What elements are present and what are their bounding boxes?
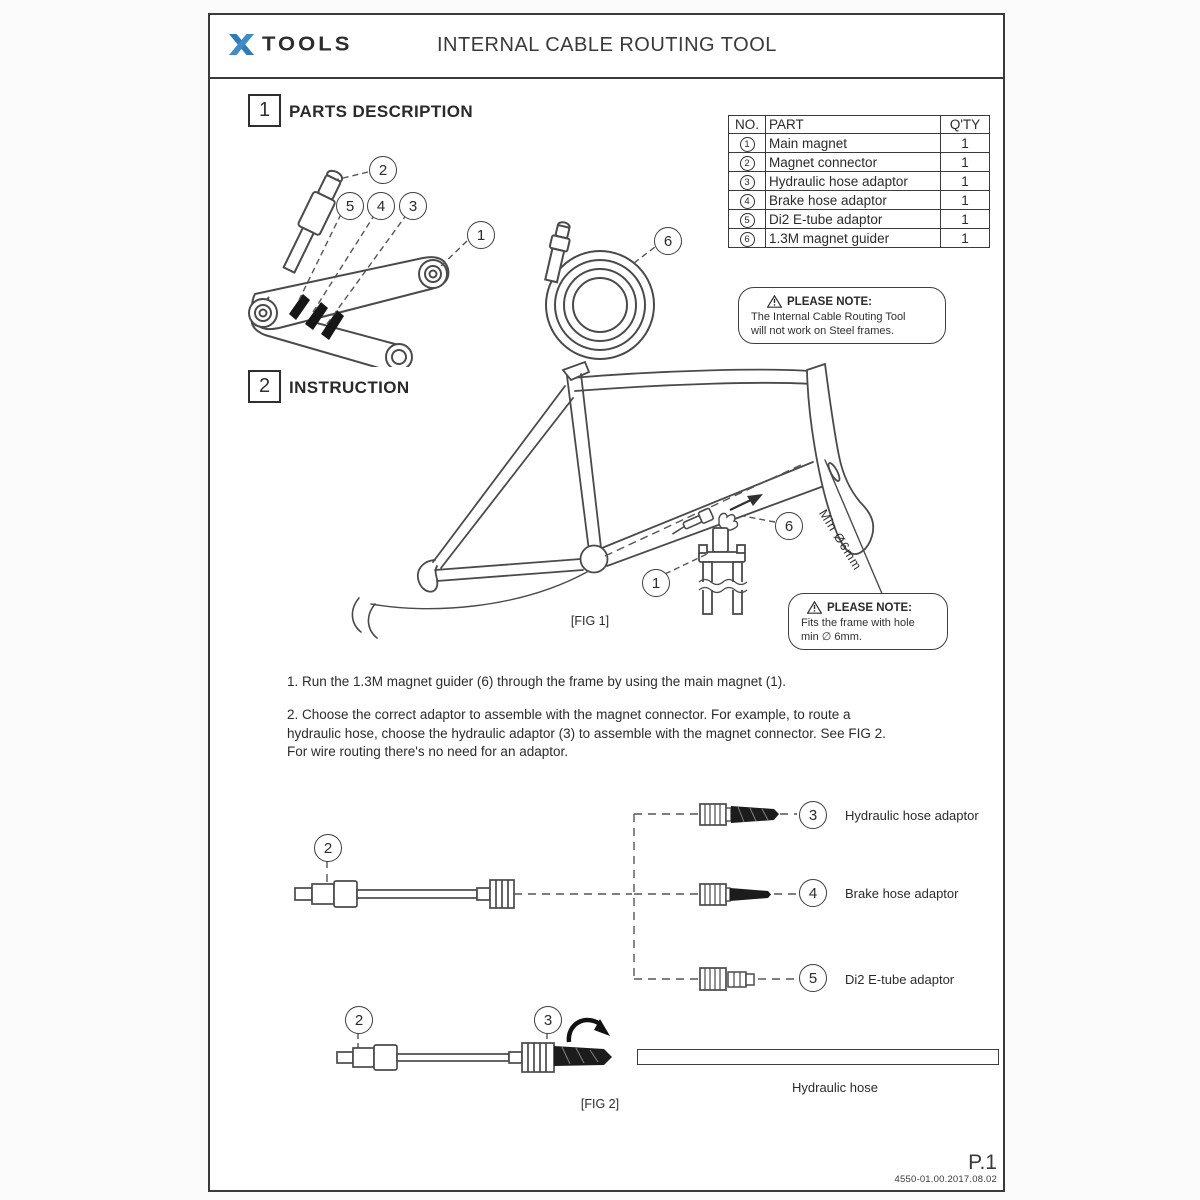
table-row: 2 Magnet connector 1 bbox=[728, 152, 990, 172]
note-line: Fits the frame with hole bbox=[801, 617, 915, 629]
callout-3-fig2: 3 bbox=[534, 1006, 562, 1034]
part-number-badge: 2 bbox=[739, 156, 755, 171]
page-footer: P.1 4550-01.00.2017.08.02 bbox=[894, 1151, 997, 1186]
col-part: PART bbox=[765, 115, 941, 134]
table-row: 3 Hydraulic hose adaptor 1 bbox=[728, 171, 990, 191]
note-hole-size: PLEASE NOTE: Fits the frame with hole mi… bbox=[788, 593, 948, 650]
part-qty: 1 bbox=[940, 133, 990, 153]
part-qty: 1 bbox=[940, 228, 990, 248]
section-2-title: INSTRUCTION bbox=[289, 378, 410, 397]
di2-adaptor-illustration bbox=[699, 967, 755, 991]
callout-4-adaptor: 4 bbox=[799, 879, 827, 907]
callout-4: 4 bbox=[367, 192, 395, 220]
part-qty: 1 bbox=[940, 209, 990, 229]
note-line: The Internal Cable Routing Tool bbox=[751, 311, 906, 323]
warning-icon bbox=[807, 601, 822, 614]
callout-1: 1 bbox=[467, 221, 495, 249]
hydraulic-hose-label: Hydraulic hose bbox=[792, 1080, 878, 1095]
fig1-label: [FIG 1] bbox=[570, 614, 610, 628]
callout-5: 5 bbox=[336, 192, 364, 220]
note-steel-frames: PLEASE NOTE: The Internal Cable Routing … bbox=[738, 287, 946, 344]
table-row: 1 Main magnet 1 bbox=[728, 133, 990, 153]
brand-x-icon bbox=[229, 33, 254, 55]
callout-1-fig1: 1 bbox=[642, 569, 670, 597]
callout-3: 3 bbox=[399, 192, 427, 220]
hydraulic-hose-bar bbox=[637, 1049, 999, 1065]
page-title: INTERNAL CABLE ROUTING TOOL bbox=[437, 34, 777, 56]
col-no: NO. bbox=[728, 115, 766, 134]
adaptor-diagram bbox=[294, 803, 797, 991]
step2-line2: hydraulic hose, choose the hydraulic ada… bbox=[287, 725, 886, 741]
fig2-label: [FIG 2] bbox=[580, 1097, 620, 1111]
part-name: Hydraulic hose adaptor bbox=[765, 171, 941, 191]
page-number: P.1 bbox=[968, 1151, 997, 1174]
table-row: 4 Brake hose adaptor 1 bbox=[728, 190, 990, 210]
step2-line3: For wire routing there's no need for an … bbox=[287, 744, 568, 759]
hydraulic-adaptor-illustration bbox=[699, 803, 779, 826]
part-number-badge: 1 bbox=[739, 137, 755, 152]
callout-2: 2 bbox=[369, 156, 397, 184]
part-name: Magnet connector bbox=[765, 152, 941, 172]
section-1-number: 1 bbox=[248, 94, 281, 127]
instruction-step-1: 1. Run the 1.3M magnet guider (6) throug… bbox=[287, 674, 787, 689]
note-title: PLEASE NOTE: bbox=[787, 295, 872, 308]
callout-6-fig1: 6 bbox=[775, 512, 803, 540]
hydraulic-adaptor-label: Hydraulic hose adaptor bbox=[845, 808, 979, 823]
callout-6: 6 bbox=[654, 227, 682, 255]
note-line: will not work on Steel frames. bbox=[751, 325, 895, 337]
step2-line1: 2. Choose the correct adaptor to assembl… bbox=[287, 707, 851, 722]
col-qty: Q'TY bbox=[940, 115, 990, 134]
section-2-number: 2 bbox=[248, 370, 281, 403]
part-number-badge: 5 bbox=[739, 213, 755, 228]
callout-5-adaptor: 5 bbox=[799, 964, 827, 992]
instruction-step-2: 2. Choose the correct adaptor to assembl… bbox=[287, 706, 967, 762]
part-number-badge: 6 bbox=[739, 232, 755, 247]
brand-logo: TOOLS bbox=[228, 31, 352, 57]
part-qty: 1 bbox=[940, 190, 990, 210]
callout-3-adaptor: 3 bbox=[799, 801, 827, 829]
part-name: Brake hose adaptor bbox=[765, 190, 941, 210]
table-header-row: NO. PART Q'TY bbox=[728, 115, 990, 134]
brake-adaptor-label: Brake hose adaptor bbox=[845, 886, 959, 901]
brake-adaptor-illustration bbox=[699, 883, 771, 906]
table-row: 6 1.3M magnet guider 1 bbox=[728, 228, 990, 248]
multi-tool-illustration bbox=[248, 169, 468, 367]
table-row: 5 Di2 E-tube adaptor 1 bbox=[728, 209, 990, 229]
part-number-badge: 4 bbox=[739, 194, 755, 209]
part-number-badge: 3 bbox=[739, 175, 755, 190]
part-name: 1.3M magnet guider bbox=[765, 228, 941, 248]
part-qty: 1 bbox=[940, 171, 990, 191]
callout-2-fig2: 2 bbox=[345, 1006, 373, 1034]
bike-frame-illustration bbox=[351, 360, 884, 639]
section-1-title: PARTS DESCRIPTION bbox=[289, 102, 474, 121]
note-line: min ∅ 6mm. bbox=[801, 631, 862, 643]
callout-2-connector: 2 bbox=[314, 834, 342, 862]
part-qty: 1 bbox=[940, 152, 990, 172]
document-code: 4550-01.00.2017.08.02 bbox=[894, 1174, 997, 1185]
fig2-assembly-illustration bbox=[336, 1017, 612, 1073]
page-header: TOOLS INTERNAL CABLE ROUTING TOOL bbox=[210, 15, 1003, 79]
parts-table: NO. PART Q'TY 1 Main magnet 1 2 Magnet c… bbox=[728, 115, 990, 248]
warning-icon bbox=[767, 295, 782, 308]
magnet-guider-coil-illustration bbox=[544, 221, 656, 360]
part-name: Main magnet bbox=[765, 133, 941, 153]
magnet-connector-illustration bbox=[294, 879, 515, 909]
rotation-arrow-icon bbox=[566, 1017, 610, 1043]
di2-adaptor-label: Di2 E-tube adaptor bbox=[845, 972, 955, 987]
note-title: PLEASE NOTE: bbox=[827, 601, 912, 614]
brand-name: TOOLS bbox=[262, 32, 353, 56]
document-page: TOOLS INTERNAL CABLE ROUTING TOOL 1 PART… bbox=[208, 13, 1005, 1192]
part-name: Di2 E-tube adaptor bbox=[765, 209, 941, 229]
